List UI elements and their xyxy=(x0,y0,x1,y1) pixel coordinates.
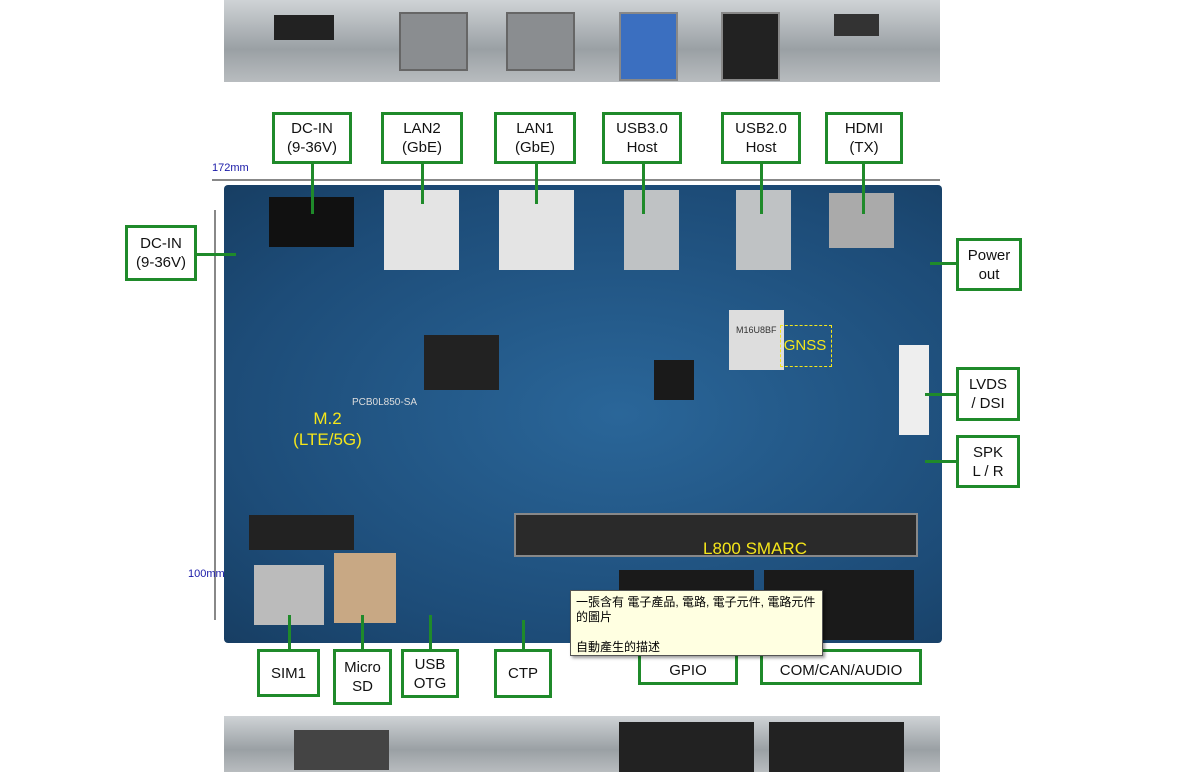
label-lvds: LVDS / DSI xyxy=(956,367,1020,421)
height-dimension: 100mm xyxy=(188,568,225,580)
image-alt-tooltip: 一張含有 電子產品, 電路, 電子元件, 電路元件 的圖片 自動產生的描述 xyxy=(570,590,823,656)
label-sim1: SIM1 xyxy=(257,649,320,697)
label-dc-in-left: DC-IN (9-36V) xyxy=(125,225,197,281)
m2-label: M.2 (LTE/5G) xyxy=(293,409,362,449)
label-power-out: Power out xyxy=(956,238,1022,291)
board-photo: PCB0L850-SA M16U8BF xyxy=(224,185,942,643)
width-dimension-arrow xyxy=(212,179,940,181)
label-microsd: Micro SD xyxy=(333,649,392,705)
pcb-label: PCB0L850-SA xyxy=(352,397,418,408)
top-edge-photo xyxy=(224,0,940,82)
height-dimension-arrow xyxy=(214,210,216,620)
gnss-chip-label: M16U8BF xyxy=(736,325,777,335)
label-ctp: CTP xyxy=(494,649,552,698)
width-dimension: 172mm xyxy=(212,162,249,174)
label-hdmi: HDMI (TX) xyxy=(825,112,903,164)
tooltip-line1: 一張含有 電子產品, 電路, 電子元件, 電路元件 的圖片 xyxy=(576,595,816,624)
label-dc-in-top: DC-IN (9-36V) xyxy=(272,112,352,164)
label-usb3: USB3.0 Host xyxy=(602,112,682,164)
tooltip-line2: 自動產生的描述 xyxy=(576,640,661,654)
label-spk: SPK L / R xyxy=(956,435,1020,488)
label-lan1: LAN1 (GbE) xyxy=(494,112,576,164)
label-usb2: USB2.0 Host xyxy=(721,112,801,164)
label-usb-otg: USB OTG xyxy=(401,649,459,698)
label-lan2: LAN2 (GbE) xyxy=(381,112,463,164)
smarc-label: L800 SMARC xyxy=(703,539,807,558)
bottom-edge-photo xyxy=(224,716,940,772)
gnss-label: GNSS xyxy=(783,337,827,354)
gnss-highlight-box xyxy=(780,325,832,367)
